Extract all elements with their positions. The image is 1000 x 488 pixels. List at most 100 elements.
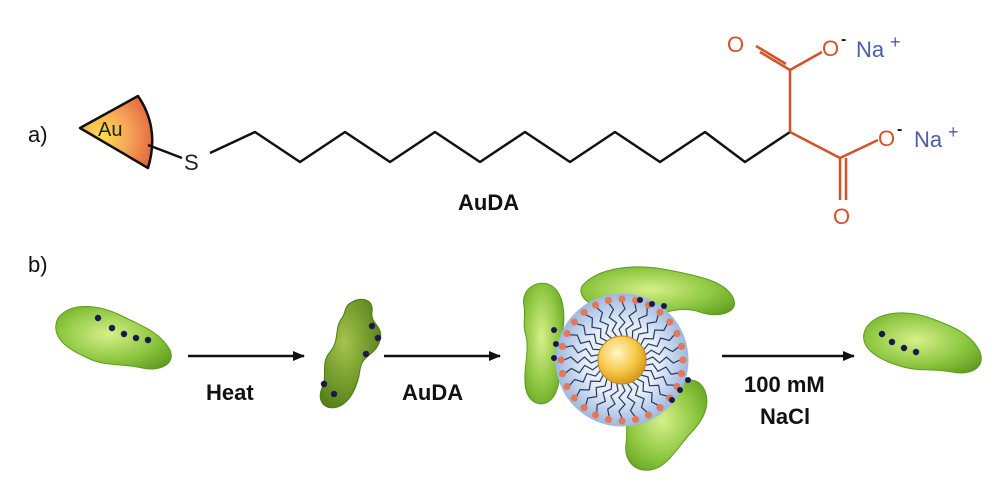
micelle-heads [557,295,687,425]
ligand-head [604,296,613,305]
residue-dot [661,303,667,309]
au-s-bond [147,143,183,160]
panel-b-label: b) [28,252,48,277]
ligand-tail [569,334,601,351]
ligand-tail [632,381,648,413]
ligand-head [591,301,600,309]
refolded-protein [863,312,982,374]
counterion-charge-2: + [948,122,959,142]
oxygen-carbonyl-2: O [833,204,850,229]
ligand-head [618,295,626,303]
residue-dot [878,330,886,338]
ligand-tail [576,323,604,346]
ligand-tail [576,374,604,397]
ligand-head [557,356,565,364]
ligand-head [580,404,588,412]
counterion-1: Na [856,37,885,62]
ligand-head [558,370,567,378]
ligand-tail [607,383,619,417]
ligand-head [679,356,687,364]
ligand-head [656,308,664,316]
panel-a: a) Au S O O - Na + O - Na + O [28,31,959,229]
residue-dot [677,387,683,393]
ligand-tail [636,378,659,406]
residue-dot [120,330,128,338]
residue-dot [900,344,908,352]
ligand-tail [585,378,608,406]
residue-dot [888,338,896,346]
protein-particle-complex [523,266,735,471]
oxygen-carbonyl-1: O [727,32,744,57]
ligand-head [563,382,571,391]
micelle-tails [563,301,681,419]
ligand-head [632,415,640,424]
ligand-tail [645,363,679,375]
residue-dot [94,314,102,322]
alkyl-chain [209,130,791,164]
sulfur-symbol: S [184,150,199,175]
ligand-tail [565,364,599,374]
residue-dot [669,397,675,403]
residue-dot [912,348,920,356]
residue-dot [144,336,152,344]
ligand-tail [631,307,648,339]
residue-dot [362,350,370,358]
residue-dot [685,377,691,383]
step-heat-label: Heat [206,380,254,405]
gold-symbol: Au [98,119,122,141]
ligand-head [591,411,600,419]
ligand-head [677,370,686,378]
ligand-tail [596,381,613,413]
ligand-head [570,394,578,402]
counterion-charge-1: + [890,32,901,52]
ligand-head [558,342,567,350]
counterion-2: Na [914,127,943,152]
ligand-tail [640,323,668,346]
panel-b: b) Heat AuDA [28,252,982,471]
ligand-tail [626,383,636,417]
residue-dot [330,390,338,398]
ligand-tail [569,370,601,386]
residue-dot [649,301,655,307]
ligand-tail [643,369,675,386]
oxygen-anion-2: O [878,126,895,151]
ligand-tail [596,307,612,339]
ligand-head [604,415,613,424]
ligand-tail [645,356,681,364]
residue-dot [108,324,116,332]
gold-cluster: Au [78,94,154,170]
ligand-head [677,342,686,350]
residue-dot [637,297,643,303]
ligand-tail [643,334,675,350]
native-protein [55,305,172,370]
ligand-tail [608,303,618,337]
ligand-head [580,308,588,316]
residue-dot [551,355,557,361]
ligand-tail [625,303,637,337]
charge-1: - [841,31,846,48]
ligand-head [618,417,626,425]
step-nacl-line1: 100 mM [744,372,825,397]
molecule-name: AuDA [458,190,519,215]
ligand-tail [585,314,608,342]
unfolded-protein [319,298,382,409]
carboxylate-group [755,44,879,200]
residue-dot [553,341,559,347]
ligand-tail [618,383,626,419]
residue-dot [368,322,376,330]
panel-a-label: a) [28,122,48,147]
ligand-tail [636,314,659,342]
residue-dot [132,334,140,342]
residue-dot [374,334,382,342]
bound-protein-left [523,282,565,405]
ligand-head [673,329,681,338]
ligand-head [570,318,578,326]
step-auda-label: AuDA [402,380,463,405]
ligand-tail [565,345,599,357]
ligand-tail [645,346,679,356]
gold-core [597,335,647,385]
step-nacl-line2: NaCl [760,404,810,429]
ligand-head [656,404,664,412]
ligand-tail [640,374,668,397]
